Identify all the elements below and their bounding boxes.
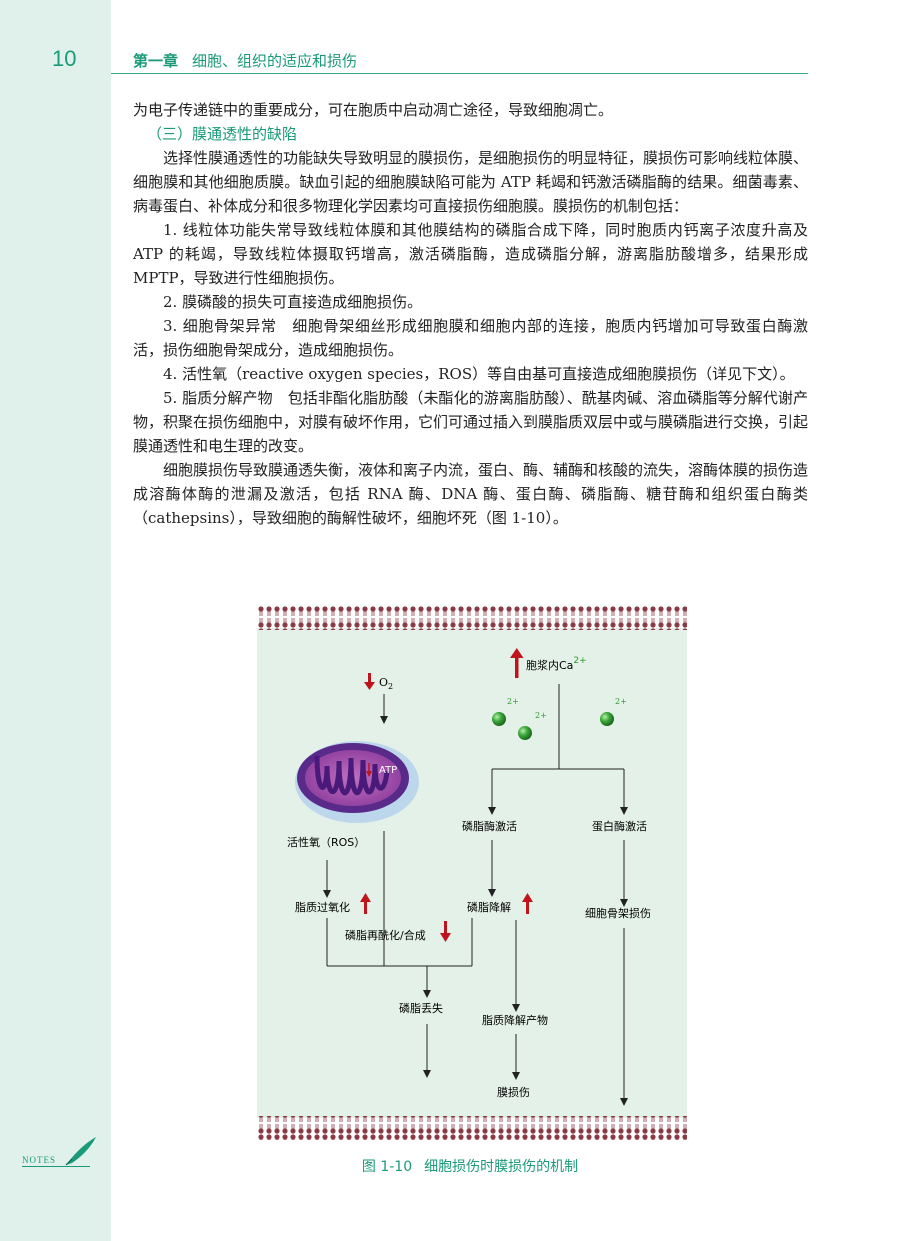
list-item: 2. 膜磷酸的损失可直接造成细胞损伤。 — [163, 293, 423, 311]
reacylation-label: 磷脂再酰化/合成 — [345, 928, 426, 942]
calcium-ion-icon — [600, 712, 614, 726]
cell-membrane-top — [257, 606, 687, 630]
running-head: 第一章细胞、组织的适应和损伤 — [133, 50, 357, 71]
chapter-number: 第一章 — [133, 52, 179, 70]
list-item: 3. 细胞骨架异常 细胞骨架细丝形成细胞膜和细胞内部的连接，胞质内钙增加可导致蛋… — [133, 317, 808, 359]
notes-mark: NOTES — [22, 1135, 102, 1171]
o2-label: O2 — [379, 676, 393, 691]
ca-label: 胞浆内Ca2+ — [526, 656, 587, 672]
margin-bar — [0, 0, 111, 1241]
phospholipid-degradation-label: 磷脂降解 — [467, 900, 511, 914]
ion-charge-label: 2+ — [535, 711, 547, 720]
cell-membrane-bottom — [257, 1116, 687, 1140]
increase-arrow-icon — [522, 893, 533, 914]
lipid-products-label: 脂质降解产物 — [482, 1013, 548, 1027]
list-item: 5. 脂质分解产物 包括非酯化脂肪酸（未酯化的游离脂肪酸）、酰基肉碱、溶血磷脂等… — [133, 389, 809, 455]
o2-down-arrow-icon — [364, 673, 375, 690]
figure-title: 细胞损伤时膜损伤的机制 — [424, 1159, 579, 1175]
paragraph: 选择性膜通透性的功能缺失导致明显的膜损伤，是细胞损伤的明显特征，膜损伤可影响线粒… — [133, 149, 809, 215]
body-text: 为电子传递链中的重要成分，可在胞质中启动凋亡途径，导致细胞凋亡。 （三）膜通透性… — [133, 98, 808, 530]
atp-label: ATP — [379, 765, 397, 776]
atp-down-arrow-icon — [366, 763, 372, 777]
increase-arrow-icon — [360, 893, 371, 914]
paragraph: 细胞膜损伤导致膜通透失衡，液体和离子内流，蛋白、酶、辅酶和核酸的流失，溶酶体膜的… — [133, 461, 809, 527]
calcium-ion-icon — [518, 726, 532, 740]
list-item: 1. 线粒体功能失常导致线粒体膜和其他膜结构的磷脂合成下降，同时胞质内钙离子浓度… — [133, 221, 808, 287]
page-number: 10 — [52, 46, 77, 71]
notes-underline — [22, 1166, 90, 1167]
ion-charge-label: 2+ — [507, 697, 519, 706]
phospholipase-label: 磷脂酶激活 — [462, 819, 517, 833]
phospholipid-loss-label: 磷脂丢失 — [399, 1001, 443, 1015]
section-subheading: （三）膜通透性的缺陷 — [147, 125, 298, 143]
chapter-title: 细胞、组织的适应和损伤 — [192, 52, 358, 70]
ca-up-arrow-icon — [510, 648, 524, 678]
pen-icon — [65, 1137, 96, 1166]
membrane-damage-diagram: ATP O2 胞浆内Ca2+ 2+ 2+ 2+ 磷脂酶激活 蛋白酶激活 活性氧（… — [257, 606, 687, 1140]
notes-label: NOTES — [22, 1155, 56, 1165]
figure-caption: 图 1-10 细胞损伤时膜损伤的机制 — [0, 1156, 900, 1176]
lipid-peroxidation-label: 脂质过氧化 — [295, 900, 350, 914]
paragraph: 为电子传递链中的重要成分，可在胞质中启动凋亡途径，导致细胞凋亡。 — [133, 101, 614, 119]
list-item: 4. 活性氧（reactive oxygen species，ROS）等自由基可… — [163, 365, 795, 383]
calcium-ion-icon — [492, 712, 506, 726]
figure-number: 图 1-10 — [361, 1159, 413, 1175]
cytoskeleton-damage-label: 细胞骨架损伤 — [585, 906, 651, 920]
decrease-arrow-icon — [440, 921, 451, 942]
membrane-damage-label: 膜损伤 — [497, 1085, 530, 1099]
ros-label: 活性氧（ROS） — [287, 835, 365, 849]
ion-charge-label: 2+ — [615, 697, 627, 706]
header-rule — [111, 73, 808, 74]
mitochondrion-icon — [295, 741, 419, 823]
protease-label: 蛋白酶激活 — [592, 819, 647, 833]
cytoplasm-background — [257, 628, 687, 1118]
